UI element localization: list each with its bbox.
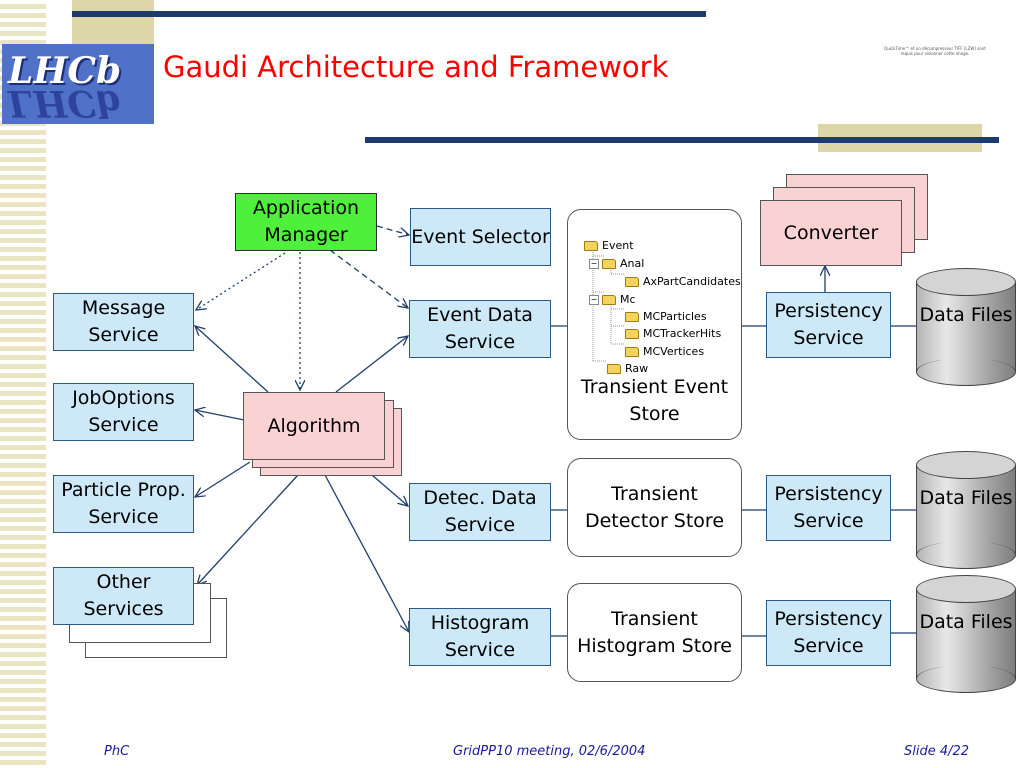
transient-detector-store-label: Transient Detector Store bbox=[584, 482, 725, 532]
title-accent-block bbox=[72, 0, 154, 44]
edge-appmgr-eventdata bbox=[329, 249, 408, 308]
event-data-service-box: Event Data Service bbox=[409, 300, 551, 358]
missing-image-note: QuickTime™ et un décompresseur TIFF (LZW… bbox=[884, 46, 986, 56]
tree-node-mcvertices: MCVertices bbox=[643, 345, 705, 358]
folder-icon bbox=[625, 276, 639, 287]
edge-alg-joboptions bbox=[195, 410, 245, 421]
edge-alg-particleprop bbox=[195, 461, 251, 497]
edge-appmgr-message bbox=[196, 252, 286, 310]
particle-prop-service-box: Particle Prop. Service bbox=[53, 475, 194, 533]
algorithm-label: Algorithm bbox=[267, 414, 361, 437]
left-stripe-band bbox=[0, 0, 46, 768]
joboptions-service-label: JobOptions Service bbox=[72, 387, 175, 436]
algorithm-box: Algorithm bbox=[243, 392, 385, 460]
folder-icon bbox=[625, 311, 639, 322]
detec-data-service-label: Detec. Data Service bbox=[423, 487, 537, 536]
transient-detector-store: Transient Detector Store bbox=[567, 458, 742, 557]
tree-node-axpartcandidates: AxPartCandidates bbox=[643, 275, 741, 288]
tree-node-raw: Raw bbox=[625, 362, 649, 375]
persistency-service-box-detector: Persistency Service bbox=[766, 475, 891, 541]
folder-icon bbox=[625, 328, 639, 339]
edge-alg-detecdata bbox=[371, 474, 408, 506]
edge-alg-histogram bbox=[324, 474, 409, 632]
top-rule bbox=[72, 11, 706, 17]
folder-icon bbox=[602, 258, 616, 269]
data-files-cylinder-histogram: Data Files bbox=[916, 575, 1016, 693]
folder-icon bbox=[607, 363, 621, 374]
converter-label: Converter bbox=[783, 221, 879, 244]
event-selector-box: Event Selector bbox=[410, 208, 551, 266]
persistency-service-label: Persistency Service bbox=[774, 483, 883, 532]
histogram-service-label: Histogram Service bbox=[430, 612, 530, 661]
persistency-service-label: Persistency Service bbox=[774, 300, 883, 349]
edge-alg-message bbox=[195, 326, 269, 393]
persistency-service-label: Persistency Service bbox=[774, 608, 883, 657]
persistency-service-box-event: Persistency Service bbox=[766, 292, 891, 358]
data-files-cylinder-event: Data Files bbox=[916, 268, 1016, 386]
transient-histogram-store-label: Transient Histogram Store bbox=[577, 607, 732, 657]
transient-event-store: Event − Anal AxPartCandidates − Mc MCParti… bbox=[567, 209, 742, 440]
data-files-label: Data Files bbox=[919, 611, 1013, 633]
folder-icon bbox=[625, 346, 639, 357]
tree-node-event: Event bbox=[602, 239, 634, 252]
edge-alg-eventdata bbox=[335, 336, 408, 393]
event-selector-label: Event Selector bbox=[411, 225, 550, 248]
footer-slide-number: Slide 4/22 bbox=[904, 744, 970, 759]
folder-icon bbox=[602, 294, 616, 305]
event-tree: Event − Anal AxPartCandidates − Mc MCParti… bbox=[584, 228, 744, 378]
application-manager-box: Application Manager bbox=[235, 193, 377, 251]
tree-node-mctrackerhits: MCTrackerHits bbox=[643, 327, 722, 340]
other-services-box: Other Services bbox=[53, 567, 194, 625]
collapse-icon: − bbox=[589, 258, 599, 269]
transient-histogram-store: Transient Histogram Store bbox=[567, 583, 742, 682]
edge-alg-other bbox=[197, 474, 299, 585]
edge-appmgr-eventselector bbox=[376, 225, 409, 235]
histogram-service-box: Histogram Service bbox=[409, 608, 551, 666]
folder-icon bbox=[584, 240, 598, 251]
data-files-label: Data Files bbox=[919, 304, 1013, 326]
joboptions-service-box: JobOptions Service bbox=[53, 383, 194, 441]
message-service-label: Message Service bbox=[81, 297, 166, 346]
collapse-icon: − bbox=[589, 294, 599, 305]
data-files-cylinder-detector: Data Files bbox=[916, 451, 1016, 569]
event-data-service-label: Event Data Service bbox=[427, 304, 533, 353]
lhcb-logo: LHCb LHCb bbox=[2, 44, 154, 124]
other-services-label: Other Services bbox=[83, 571, 164, 620]
detec-data-service-box: Detec. Data Service bbox=[409, 483, 551, 541]
tree-node-mcparticles: MCParticles bbox=[643, 310, 707, 323]
tree-node-mc: Mc bbox=[620, 293, 636, 306]
application-manager-label: Application Manager bbox=[252, 197, 360, 246]
title-underline-rule bbox=[365, 137, 999, 143]
message-service-box: Message Service bbox=[53, 293, 194, 351]
particle-prop-service-label: Particle Prop. Service bbox=[61, 479, 186, 528]
tree-node-anal: Anal bbox=[620, 257, 645, 270]
slide-title: Gaudi Architecture and Framework bbox=[163, 50, 669, 84]
data-files-label: Data Files bbox=[919, 487, 1013, 509]
footer-author: PhC bbox=[104, 744, 130, 759]
footer-meeting: GridPP10 meeting, 02/6/2004 bbox=[453, 744, 646, 759]
transient-event-store-label: Transient Event Store bbox=[580, 376, 729, 425]
converter-box: Converter bbox=[760, 200, 902, 266]
persistency-service-box-histogram: Persistency Service bbox=[766, 600, 891, 666]
